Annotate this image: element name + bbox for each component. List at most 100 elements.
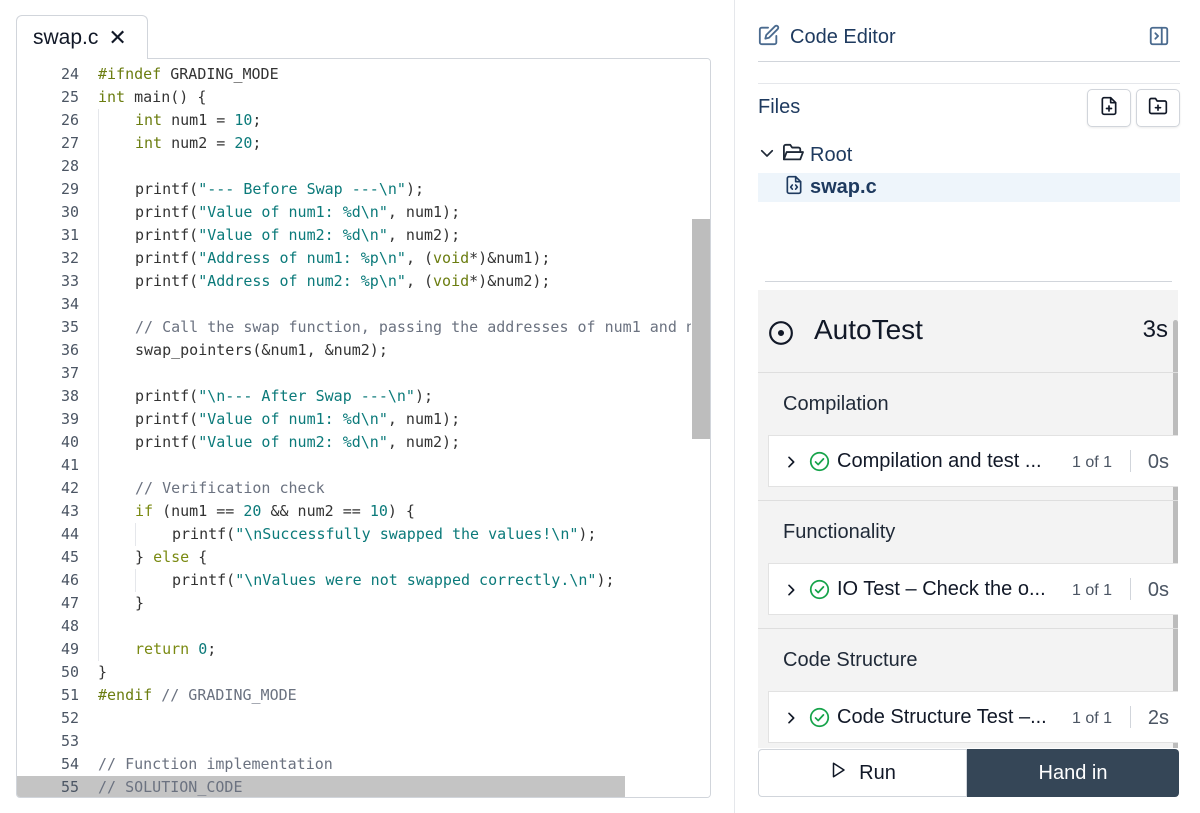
code-line[interactable]: 35// Call the swap function, passing the… xyxy=(17,316,693,339)
line-number: 53 xyxy=(60,732,79,750)
code-line[interactable]: 42// Verification check xyxy=(17,477,693,500)
code-line[interactable]: 34 xyxy=(17,293,693,316)
code-line[interactable]: 50} xyxy=(17,661,693,684)
line-number: 25 xyxy=(60,88,79,106)
line-number: 38 xyxy=(60,387,79,405)
indent-guide xyxy=(98,615,99,638)
test-row-compilation[interactable]: Compilation and test ... 1 of 1 0s xyxy=(768,435,1178,487)
indent-guide xyxy=(98,500,99,523)
tree-file-swap-c[interactable]: swap.c xyxy=(758,173,1180,202)
code-line[interactable]: 54// Function implementation xyxy=(17,753,693,776)
line-number: 39 xyxy=(60,410,79,428)
collapse-panel-icon[interactable] xyxy=(1148,25,1170,52)
code-line[interactable]: 24 #ifndef GRADING_MODE xyxy=(17,63,693,86)
test-count: 1 of 1 xyxy=(1072,454,1113,471)
test-name: IO Test – Check the o... xyxy=(837,578,1046,600)
line-number: 51 xyxy=(60,686,79,704)
new-file-button[interactable] xyxy=(1087,89,1131,127)
line-number: 34 xyxy=(60,295,79,313)
line-number: 31 xyxy=(60,226,79,244)
indent-guide xyxy=(98,477,99,500)
test-row-functionality[interactable]: IO Test – Check the o... 1 of 1 0s xyxy=(768,563,1178,615)
indent-guide xyxy=(98,362,99,385)
line-number: 45 xyxy=(60,548,79,566)
run-button[interactable]: Run xyxy=(758,749,967,797)
hand-in-button[interactable]: Hand in xyxy=(967,749,1179,797)
code-line[interactable]: 37 xyxy=(17,362,693,385)
line-number: 49 xyxy=(60,640,79,658)
indent-guide xyxy=(98,592,99,615)
code-text: // SOLUTION_CODE xyxy=(98,778,243,796)
section-separator xyxy=(758,628,1178,629)
chevron-right-icon[interactable] xyxy=(783,710,799,731)
code-line[interactable]: 45} else { xyxy=(17,546,693,569)
line-number: 42 xyxy=(60,479,79,497)
indent-guide xyxy=(98,132,99,155)
indent-guide xyxy=(98,293,99,316)
line-number: 40 xyxy=(60,433,79,451)
code-line[interactable]: 55 // SOLUTION_CODE xyxy=(17,776,625,797)
autotest-scrollbar[interactable] xyxy=(1173,320,1178,748)
test-separator xyxy=(1130,578,1131,600)
indent-guide xyxy=(98,638,99,661)
indent-guide xyxy=(98,385,99,408)
indent-guide xyxy=(98,109,99,132)
code-line[interactable]: 51#endif // GRADING_MODE xyxy=(17,684,693,707)
code-line[interactable]: 47} xyxy=(17,592,693,615)
code-text: printf("--- Before Swap ---\n"); xyxy=(135,180,424,198)
chevron-right-icon[interactable] xyxy=(783,582,799,603)
check-circle-icon xyxy=(809,707,830,733)
code-text: printf("Address of num2: %p\n", (void*)&… xyxy=(135,272,551,290)
new-folder-button[interactable] xyxy=(1136,89,1180,127)
code-line[interactable]: 41 xyxy=(17,454,693,477)
line-number: 55 xyxy=(60,778,79,796)
line-number: 36 xyxy=(60,341,79,359)
code-line[interactable]: 48 xyxy=(17,615,693,638)
test-name: Compilation and test ... xyxy=(837,450,1042,472)
indent-guide xyxy=(98,454,99,477)
code-text: #ifndef GRADING_MODE xyxy=(98,65,279,83)
line-number: 28 xyxy=(60,157,79,175)
check-circle-icon xyxy=(809,579,830,605)
code-text: int num1 = 10; xyxy=(135,111,262,129)
line-number: 24 xyxy=(60,65,79,83)
autotest-panel: AutoTest 3s Compilation Compilation and … xyxy=(758,290,1178,748)
code-text: printf("Value of num2: %d\n", num2); xyxy=(135,226,461,244)
code-line[interactable]: 52 xyxy=(17,707,693,730)
test-row-code-structure[interactable]: Code Structure Test –... 1 of 1 2s xyxy=(768,691,1178,743)
editor-tab-swap-c[interactable]: swap.c ✕ xyxy=(16,15,148,59)
autotest-header[interactable]: AutoTest 3s xyxy=(758,290,1178,372)
editor-scrollbar-thumb[interactable] xyxy=(692,219,710,439)
run-button-label: Run xyxy=(859,761,896,784)
section-separator xyxy=(758,372,1178,373)
code-line[interactable]: 53 xyxy=(17,730,693,753)
editor-scrollbar[interactable] xyxy=(691,59,710,797)
autotest-title: AutoTest xyxy=(814,314,923,345)
folder-open-icon xyxy=(782,143,804,168)
chevron-down-icon[interactable] xyxy=(758,144,776,167)
indent-guide xyxy=(98,270,99,293)
close-icon[interactable]: ✕ xyxy=(108,24,127,50)
code-line[interactable]: 31 printf("Value of num2: %d\n", num2); xyxy=(17,224,693,247)
tree-root-folder[interactable]: Root xyxy=(758,142,852,168)
code-line[interactable]: 28 xyxy=(17,155,693,178)
chevron-right-icon[interactable] xyxy=(783,454,799,475)
indent-guide xyxy=(98,178,99,201)
